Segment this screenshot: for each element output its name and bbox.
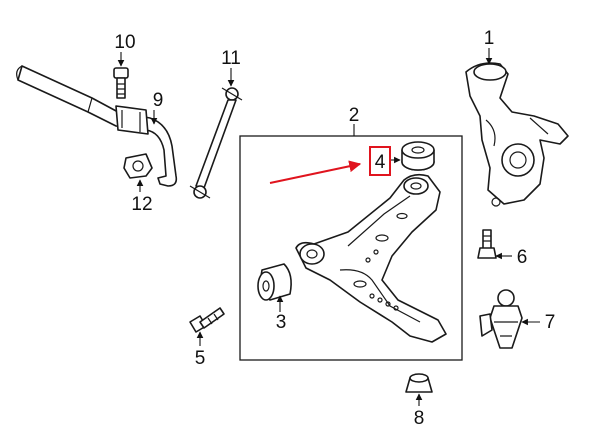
- ball-joint: [479, 289, 523, 349]
- callout-9: 9: [153, 90, 164, 111]
- callout-3: 3: [276, 312, 287, 333]
- nut-12: [123, 153, 153, 179]
- callout-8: 8: [414, 408, 425, 429]
- callout-4: 4: [375, 152, 386, 173]
- callout-6: 6: [517, 247, 528, 268]
- bolt-5: [189, 307, 225, 333]
- bushing-4: [401, 141, 435, 171]
- bolt-6: [477, 229, 497, 259]
- highlight-arrow: [269, 160, 362, 184]
- callout-2: 2: [349, 105, 360, 126]
- stabilizer-bushing: [115, 105, 149, 135]
- callout-1: 1: [484, 28, 495, 49]
- nut-8: [405, 373, 433, 393]
- callout-11: 11: [221, 48, 241, 69]
- control-arm: [295, 173, 447, 343]
- assembly-frame: [239, 135, 463, 361]
- callout-5: 5: [195, 348, 206, 369]
- steering-knuckle: [465, 62, 569, 207]
- stabilizer-bar: [16, 65, 178, 187]
- callout-10: 10: [114, 32, 135, 53]
- stabilizer-link: [189, 87, 243, 199]
- callout-12: 12: [131, 194, 152, 215]
- leader-lines: [117, 48, 540, 406]
- bolt-10: [113, 67, 129, 99]
- bushing-3: [257, 263, 292, 301]
- callout-7: 7: [545, 312, 556, 333]
- highlight-box: [369, 146, 391, 176]
